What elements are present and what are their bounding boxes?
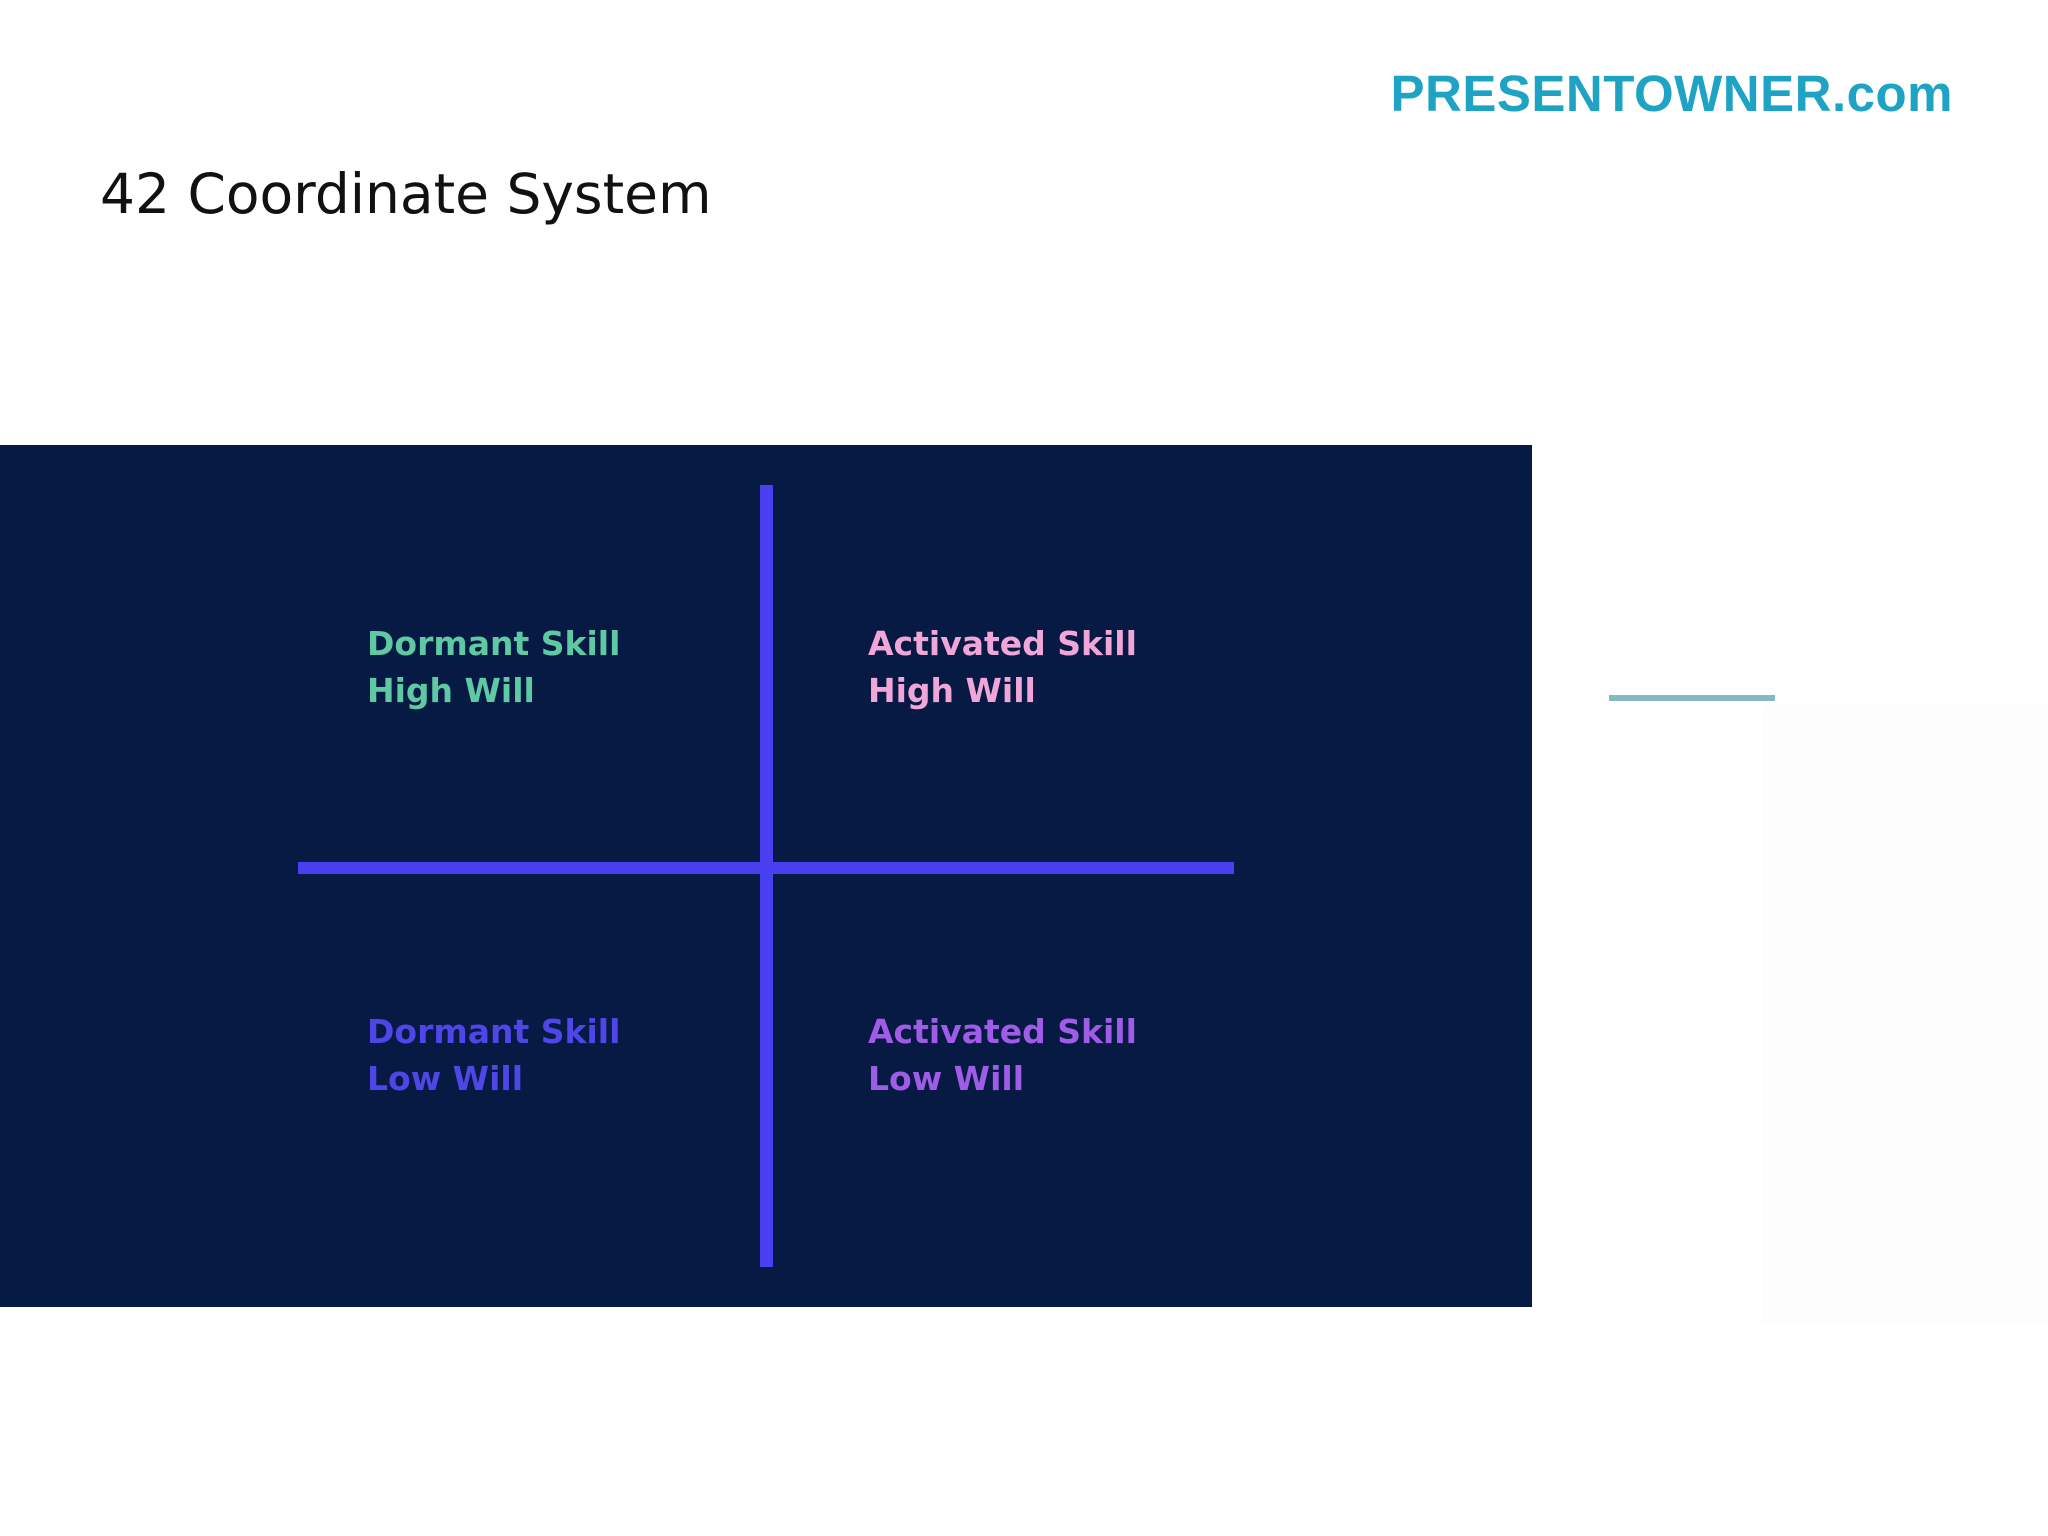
- quadrant-bottom-right-skill: Activated Skill: [868, 1012, 1137, 1051]
- quadrant-bottom-left-will: Low Will: [367, 1059, 524, 1098]
- quadrant-bottom-right: Activated Skill Low Will: [868, 1008, 1137, 1102]
- quadrant-bottom-left-skill: Dormant Skill: [367, 1012, 621, 1051]
- quadrant-top-left-will: High Will: [367, 671, 535, 710]
- horizontal-axis: [298, 862, 1234, 874]
- quadrant-top-right-skill: Activated Skill: [868, 624, 1137, 663]
- quadrant-top-left: Dormant Skill High Will: [367, 620, 620, 714]
- brand-logo-text: PRESENTOWNER.com: [1390, 65, 1953, 122]
- quadrant-top-right: Activated Skill High Will: [868, 620, 1137, 714]
- quadrant-top-right-will: High Will: [868, 671, 1036, 710]
- quadrant-bottom-right-will: Low Will: [868, 1059, 1025, 1098]
- quadrant-diagram: Dormant Skill High Will Activated Skill …: [0, 445, 1532, 1307]
- slide-title: 42 Coordinate System: [100, 162, 712, 226]
- decorative-line: [1609, 695, 1775, 701]
- quadrant-top-left-skill: Dormant Skill: [367, 624, 621, 663]
- decorative-box: [1762, 705, 2048, 1325]
- vertical-axis: [760, 485, 773, 1267]
- quadrant-bottom-left: Dormant Skill Low Will: [367, 1008, 620, 1102]
